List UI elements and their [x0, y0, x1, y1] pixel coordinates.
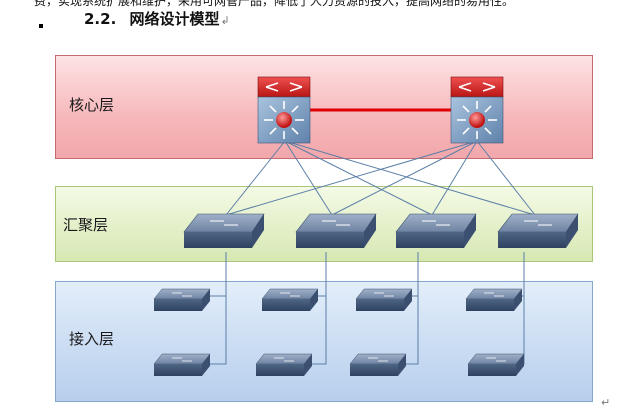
paragraph-mark: ↲ — [220, 14, 230, 27]
section-number: 2.2. — [84, 10, 117, 28]
mesh-link — [284, 140, 433, 216]
acc-3-1 — [355, 288, 413, 311]
acc-3-2 — [349, 353, 407, 376]
acc-4-2 — [467, 353, 525, 376]
acc-2-2 — [255, 353, 313, 376]
core-layer-label: 核心层 — [69, 96, 115, 114]
access-link — [518, 252, 525, 365]
access-link — [208, 252, 227, 297]
mesh-link — [284, 140, 333, 216]
section-heading: 2.2. 网络设计模型↲ — [84, 8, 230, 30]
agg-switch-3 — [395, 213, 477, 248]
mesh-link — [476, 140, 536, 216]
agg-switch-2 — [295, 213, 377, 248]
access-link — [208, 252, 227, 365]
core-switch-1 — [257, 76, 311, 144]
section-title: 网络设计模型 — [129, 10, 220, 28]
mesh-link — [284, 140, 536, 216]
aggregation-layer-label: 汇聚层 — [63, 216, 109, 234]
acc-4-1 — [465, 288, 523, 311]
acc-1-2 — [153, 353, 211, 376]
mesh-link — [225, 140, 286, 216]
acc-2-1 — [261, 288, 319, 311]
agg-switch-4 — [497, 213, 579, 248]
mesh-link — [431, 140, 478, 216]
mesh-link — [225, 140, 478, 216]
previous-paragraph-fragment: 费，实现系统扩展和维护，采用可网管产品，降低了人力资源的投入，提高网络的易用性。 — [34, 0, 515, 8]
core-switch-2 — [450, 76, 504, 144]
agg-switch-1 — [183, 213, 265, 248]
access-link — [310, 252, 327, 365]
core-layer-panel — [55, 55, 593, 159]
mesh-link — [331, 140, 478, 216]
acc-1-1 — [153, 288, 211, 311]
core-aggregation-links — [225, 140, 536, 216]
access-layer-label: 接入层 — [69, 330, 115, 348]
end-of-line-mark: ↵ — [601, 396, 611, 409]
heading-bullet — [39, 24, 43, 28]
access-link — [404, 252, 419, 365]
